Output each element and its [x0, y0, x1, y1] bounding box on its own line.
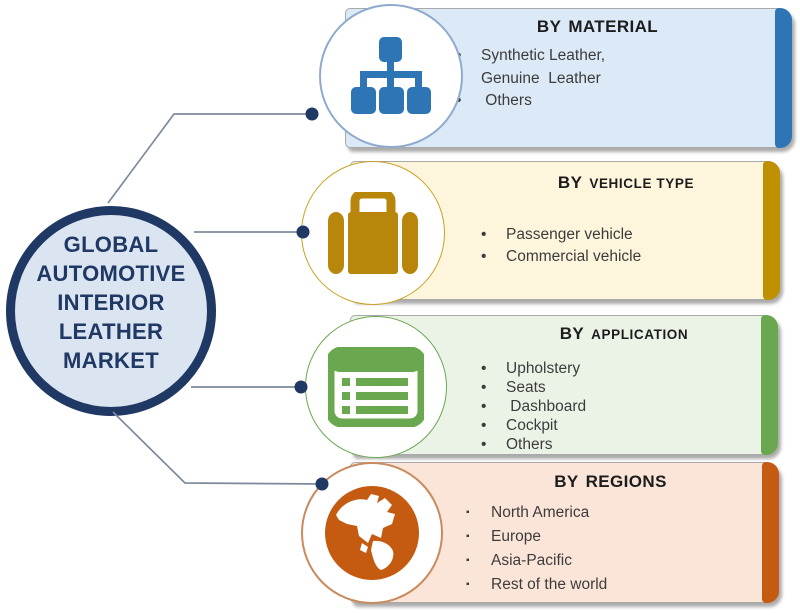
panel-header: BY VEHICLE TYPE — [351, 173, 779, 194]
list-item: •Genuine Leather — [456, 68, 791, 91]
list-item: ▪ Europe — [466, 525, 778, 549]
segment-list: • Passenger vehicle • Commercial vehicle — [481, 224, 779, 268]
bullet-marker: • — [481, 226, 487, 243]
list-item: • Others — [481, 435, 777, 454]
title-line: LEATHER — [58, 318, 164, 344]
header-rest: REGIONS — [585, 472, 667, 491]
header-by: BY — [536, 17, 562, 36]
panel-header: BY REGIONS — [351, 472, 778, 492]
list-item-label: Others — [481, 92, 532, 109]
bullet-marker: • — [481, 436, 487, 453]
list-item: • Dashboard — [481, 397, 777, 416]
bullet-marker: ▪ — [466, 507, 470, 518]
list-item: • Commercial vehicle — [481, 246, 779, 268]
list-item: ▪ Asia-Pacific — [466, 549, 778, 573]
header-by: BY — [559, 324, 585, 343]
center-market-title-circle: GLOBAL AUTOMOTIVE INTERIOR LEATHER MARKE… — [6, 206, 216, 416]
title-line: AUTOMOTIVE — [36, 260, 186, 286]
bullet-marker: • — [481, 360, 487, 377]
sitemap-icon — [319, 4, 463, 148]
list-item-label: Passenger vehicle — [506, 226, 633, 243]
list-item-label: Seats — [506, 379, 546, 396]
panel-header: BY MATERIAL — [346, 17, 791, 37]
title-line: GLOBAL — [63, 231, 159, 257]
panel-accent-bar — [763, 161, 780, 300]
briefcase-icon — [301, 161, 445, 305]
header-rest: MATERIAL — [568, 17, 659, 36]
panel-accent-bar — [775, 8, 792, 148]
bullet-marker: • — [481, 248, 487, 265]
bullet-marker: ▪ — [466, 555, 470, 566]
list-item-label: Genuine Leather — [481, 69, 601, 87]
segment-list: •Upholstery •Seats • Dashboard •Cockpit … — [481, 359, 777, 454]
panel-accent-bar — [762, 462, 779, 603]
bullet-marker: • — [481, 379, 487, 396]
title-line: MARKET — [63, 347, 159, 373]
list-icon — [305, 316, 447, 458]
header-by: BY — [554, 472, 579, 491]
panel-accent-bar — [761, 315, 778, 455]
list-item-label: North America — [491, 504, 590, 521]
list-item: • Cockpit — [481, 416, 777, 435]
header-rest: APPLICATION — [591, 327, 689, 342]
connector-vehicle-type — [194, 225, 310, 239]
list-item: •Synthetic Leather, — [456, 45, 791, 68]
bullet-marker: • — [481, 398, 487, 415]
panel-header: BY APPLICATION — [351, 324, 777, 345]
header-rest: VEHICLE TYPE — [589, 176, 695, 191]
list-item: • Seats — [481, 378, 777, 397]
segment-list: •Synthetic Leather, •Genuine Leather • O… — [456, 45, 791, 113]
bullet-marker: • — [456, 92, 462, 109]
list-item-label: Commercial vehicle — [506, 248, 642, 265]
header-by: BY — [557, 173, 583, 192]
list-item: • Passenger vehicle — [481, 224, 779, 246]
list-item-label: Cockpit — [506, 417, 558, 434]
connector-regions — [112, 411, 329, 491]
title-line: INTERIOR — [57, 289, 165, 315]
list-item-label: Rest of the world — [491, 576, 608, 593]
list-item-label: Asia-Pacific — [491, 552, 572, 569]
connector-application — [191, 380, 308, 394]
list-item: • Upholstery — [481, 359, 777, 378]
list-item: ▪ Rest of the world — [466, 573, 778, 597]
list-item-label: Synthetic Leather, — [481, 47, 606, 64]
list-item: ▪ North America — [466, 501, 778, 525]
bullet-marker: ▪ — [466, 579, 470, 590]
connector-material — [107, 107, 319, 204]
bullet-marker: ▪ — [466, 531, 470, 542]
list-item-label: Others — [506, 436, 553, 453]
segment-list: ▪ North America ▪ Europe ▪ Asia-Pacific ▪ Re… — [466, 501, 778, 597]
globe-icon — [301, 462, 443, 604]
list-item-label: Europe — [491, 528, 541, 545]
list-item-label: Dashboard — [506, 398, 587, 415]
bullet-marker: • — [481, 417, 487, 434]
list-item-label: Upholstery — [506, 360, 581, 377]
list-item: • Others — [456, 90, 791, 113]
